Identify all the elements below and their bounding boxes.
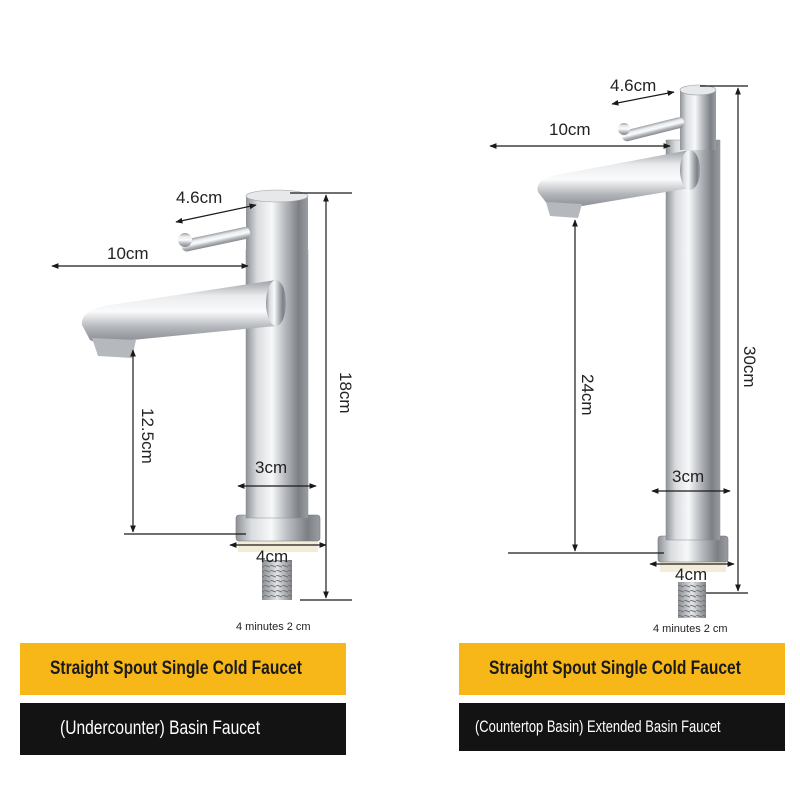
- right-thread-note: 4 minutes 2 cm: [653, 623, 728, 635]
- left-dimension-lines: [51, 192, 352, 601]
- right-subtitle-banner: (Countertop Basin) Extended Basin Faucet: [459, 703, 785, 751]
- right-spout-height-label: 24cm: [578, 374, 597, 416]
- left-handle-label: 4.6cm: [176, 188, 222, 207]
- left-handle-dim-line: [175, 203, 257, 224]
- right-title-line2: (Countertop Basin) Extended Basin Faucet: [475, 717, 721, 736]
- left-reach-label: 10cm: [107, 244, 149, 263]
- right-title-line1: Straight Spout Single Cold Faucet: [489, 658, 741, 679]
- right-handle-dim-line: [611, 90, 675, 106]
- right-base-label: 4cm: [675, 565, 707, 584]
- left-subtitle-banner: (Undercounter) Basin Faucet: [20, 703, 346, 755]
- left-faucet-illustration: [81, 189, 321, 600]
- left-body-label: 3cm: [255, 458, 287, 477]
- left-base-label: 4cm: [256, 547, 288, 566]
- right-dimension-lines: [489, 85, 748, 594]
- right-handle-label: 4.6cm: [610, 76, 656, 95]
- left-title-line2: (Undercounter) Basin Faucet: [60, 718, 261, 739]
- left-title-banner: Straight Spout Single Cold Faucet: [20, 643, 346, 695]
- left-height-label: 18cm: [336, 372, 355, 414]
- left-title-line1: Straight Spout Single Cold Faucet: [50, 658, 302, 679]
- right-height-label: 30cm: [740, 346, 759, 388]
- right-reach-label: 10cm: [549, 120, 591, 139]
- right-body-label: 3cm: [672, 467, 704, 486]
- right-title-banner: Straight Spout Single Cold Faucet: [459, 643, 785, 695]
- left-thread-note: 4 minutes 2 cm: [236, 621, 311, 633]
- right-faucet-illustration: [537, 84, 729, 618]
- left-spout-height-label: 12.5cm: [138, 408, 157, 464]
